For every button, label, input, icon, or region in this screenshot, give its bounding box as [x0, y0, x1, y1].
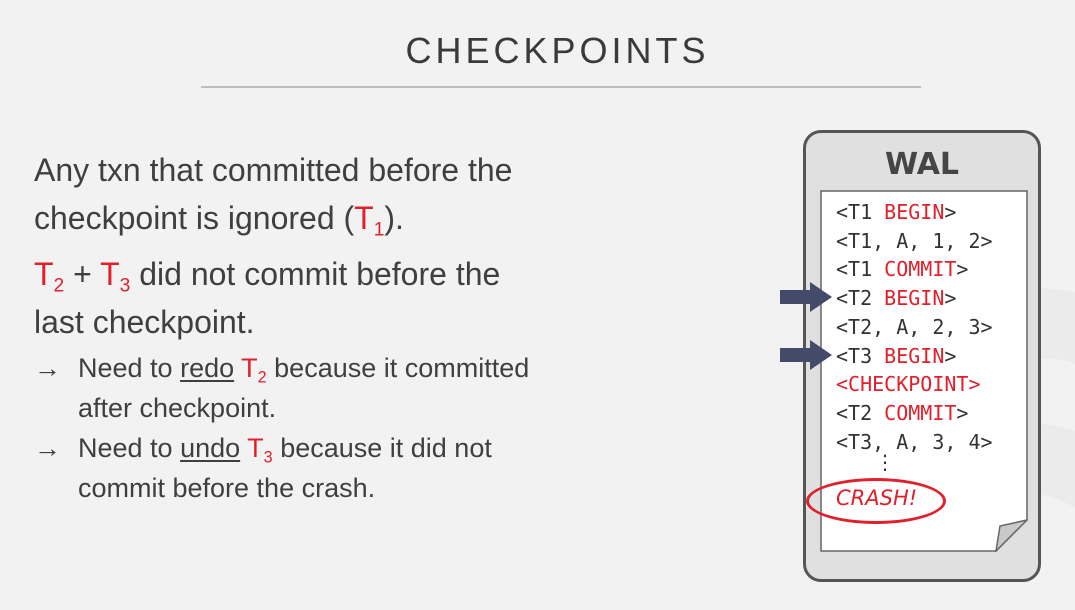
- crash-label: CRASH!: [836, 486, 918, 510]
- p2-line2: last checkpoint.: [34, 304, 255, 340]
- wal-entry: <T1 COMMIT>: [836, 257, 969, 282]
- txn-t2: T2: [34, 256, 65, 297]
- paragraph-committed-before: Any txn that committed before the checkp…: [34, 146, 634, 242]
- crash-circle: [806, 478, 946, 524]
- redo-keyword: redo: [180, 353, 235, 383]
- p1-line1: Any txn that committed before the: [34, 152, 513, 188]
- wal-entry: <T2 BEGIN>: [836, 286, 957, 311]
- wal-entries: <T1 BEGIN> <T1, A, 1, 2> <T1 COMMIT> <T2…: [836, 198, 993, 456]
- ellipsis-icon: ⋮: [875, 450, 895, 474]
- wal-entry-checkpoint: <CHECKPOINT>: [836, 372, 981, 397]
- p1-line2-end: ).: [384, 200, 404, 236]
- wal-entry: <T1 BEGIN>: [836, 200, 957, 224]
- p2-rest: did not commit before the: [130, 256, 501, 292]
- bullet-undo: → Need to undo T3 because it did not com…: [34, 428, 634, 508]
- paragraph-not-committed: T2 + T3 did not commit before the last c…: [34, 256, 501, 340]
- wal-entry: <T1, A, 1, 2>: [836, 228, 993, 253]
- pointer-arrow-icon: [780, 340, 832, 370]
- txn-t3: T3: [100, 256, 131, 297]
- txn-t3: T3: [247, 433, 273, 467]
- wal-entry: <T2, A, 2, 3>: [836, 314, 993, 339]
- txn-t1: T1: [354, 200, 385, 241]
- slide-body: Any txn that committed before the checkp…: [34, 146, 634, 508]
- wal-entry: <T3, A, 3, 4>: [836, 429, 993, 454]
- txn-t2: T2: [241, 353, 267, 387]
- right-arrow-icon: →: [34, 353, 61, 383]
- wal-entry: <T3 BEGIN>: [836, 343, 957, 368]
- pointer-arrow-icon: [780, 282, 832, 312]
- undo-keyword: undo: [180, 433, 241, 463]
- right-arrow-icon: →: [34, 433, 61, 463]
- wal-title: WAL: [884, 147, 960, 182]
- bullet-redo: → Need to redo T2 because it committed a…: [34, 348, 634, 428]
- wal-entry: <T2 COMMIT>: [836, 400, 969, 425]
- p1-line2-start: checkpoint is ignored (: [34, 200, 355, 236]
- slide-title: CHECKPOINTS: [405, 30, 710, 71]
- title-divider: [201, 86, 921, 88]
